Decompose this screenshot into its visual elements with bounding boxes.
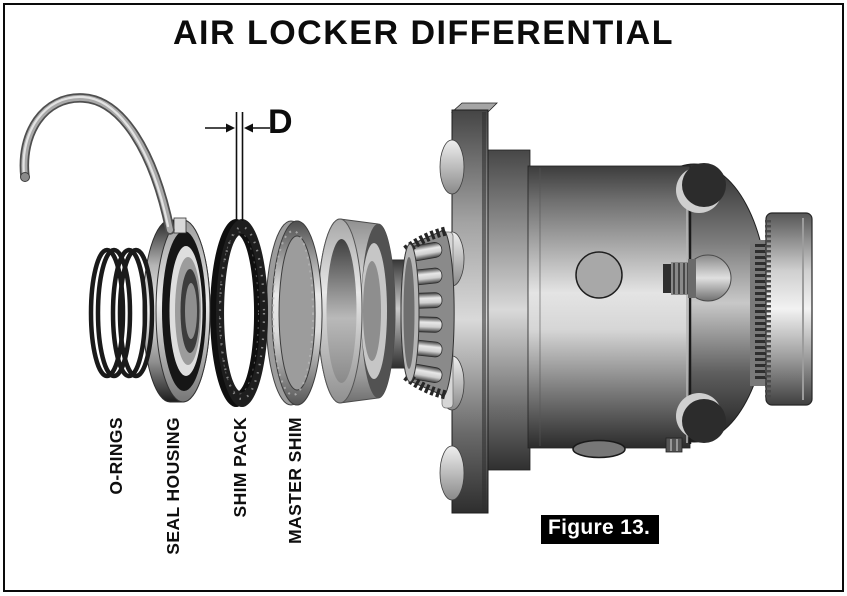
dimension-label: D (268, 103, 293, 141)
carrier-bearing (400, 226, 455, 400)
bottom-fitting (665, 437, 683, 453)
case-window-plug (575, 251, 623, 299)
master-shim-texture (272, 230, 314, 396)
cup-interior-shadow (363, 261, 381, 361)
case-collar-ring (487, 149, 531, 471)
bearing-serration-bottom (403, 372, 448, 400)
end-bearing (765, 212, 813, 406)
shim-pack-texture-inner (219, 231, 259, 395)
air-fitting-tip (663, 264, 672, 293)
seal-housing (142, 217, 211, 403)
air-line-tube (19, 93, 175, 235)
case-bottom-plug (572, 439, 626, 459)
rim-window-bottom (682, 399, 726, 443)
bearing-serration-top (403, 226, 448, 254)
air-line-tip (20, 172, 30, 182)
housing-keyway-notch (173, 217, 187, 234)
case-body (527, 165, 691, 449)
shim-pack (210, 219, 269, 407)
master-shim-ring (271, 220, 323, 406)
bearing-rollers (409, 242, 443, 383)
dim-arrowhead-left (226, 123, 235, 133)
air-fitting-collar (688, 259, 696, 298)
shim-pack-front (216, 219, 269, 407)
o-ring-1-back (88, 247, 126, 379)
figure-caption: Figure 13. (541, 515, 660, 544)
cup-face-bore (326, 239, 357, 383)
label-shim-pack: SHIM PACK (230, 417, 250, 518)
o-ring-1-front (95, 247, 133, 379)
shim-pack-texture (218, 225, 266, 401)
o-ring-2-back (110, 247, 148, 379)
diagram-title: AIR LOCKER DIFFERENTIAL (172, 14, 675, 52)
label-seal-housing: SEAL HOUSING (163, 417, 183, 555)
rim-window-top (682, 163, 726, 207)
bearing-front-bore (403, 257, 415, 369)
bearing-cup (317, 218, 396, 404)
dim-arrowhead-right (244, 123, 253, 133)
dimension-indicator (205, 112, 270, 221)
o-rings (88, 247, 155, 379)
o-ring-2-front (117, 247, 155, 379)
seal-core (185, 283, 197, 339)
air-fitting-threads (671, 262, 690, 295)
master-shim (265, 220, 323, 406)
label-master-shim: MASTER SHIM (285, 417, 305, 544)
label-o-rings: O-RINGS (106, 417, 126, 495)
